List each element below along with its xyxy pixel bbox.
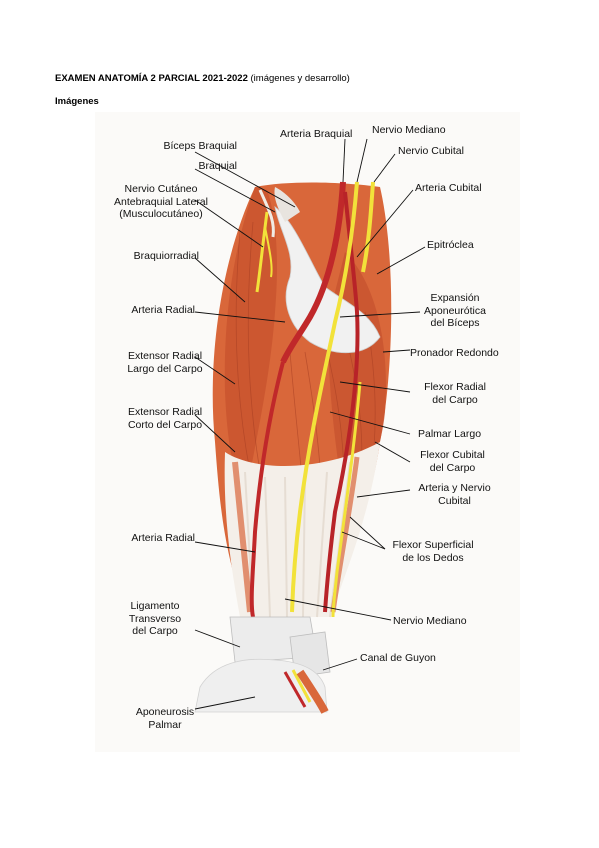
label-aponeurosis-line2: Palmar xyxy=(148,718,182,731)
document-title-rest: (imágenes y desarrollo) xyxy=(247,73,350,84)
label-extensor-radial-largo-line1: Extensor Radial xyxy=(127,350,203,362)
forearm-illustration xyxy=(95,112,520,752)
brachial-artery xyxy=(280,181,346,364)
label-nervio-cubital: Nervio Cubital xyxy=(398,145,464,157)
label-expansion-aponeurotica: Expansión Aponeurótica del Bíceps xyxy=(415,292,495,330)
document-title-bold: EXAMEN ANATOMÍA 2 PARCIAL 2021-2022 xyxy=(55,73,248,84)
label-nervio-mediano-top: Nervio Mediano xyxy=(372,124,446,136)
label-arteria-radial-top: Arteria Radial xyxy=(131,304,195,316)
ulnar-artery xyxy=(323,191,360,613)
label-flexor-radial-line2: del Carpo xyxy=(432,393,478,406)
radial-artery-proximal xyxy=(249,361,285,618)
label-ligamento-transverso: Ligamento Transverso del Carpo xyxy=(115,600,195,638)
label-art-nervio-cub-line2: Cubital xyxy=(438,494,471,507)
label-nervio-mediano-bottom: Nervio Mediano xyxy=(393,615,467,627)
label-extensor-radial-corto: Extensor Radial Corto del Carpo xyxy=(121,406,209,431)
label-braquiorradial: Braquiorradial xyxy=(133,250,199,262)
lateral-cutaneous-nerve xyxy=(255,211,269,293)
label-flexor-radial-carpo: Flexor Radial del Carpo xyxy=(415,381,495,406)
label-arteria-braquial: Arteria Braquial xyxy=(280,128,353,140)
label-extensor-radial-largo: Extensor Radial Largo del Carpo xyxy=(121,350,209,375)
label-nervio-cutaneo-line1: Nervio Cutáneo xyxy=(124,183,198,195)
label-canal-guyon: Canal de Guyon xyxy=(360,652,436,664)
label-ligamento-line3: del Carpo xyxy=(132,625,178,637)
label-nervio-cutaneo: Nervio Cutáneo Antebraquial Lateral (Mus… xyxy=(101,183,221,221)
label-epitroclea: Epitróclea xyxy=(427,239,474,251)
label-aponeurosis-palmar: Aponeurosis Palmar xyxy=(129,706,201,731)
label-expansion-line3: del Bíceps xyxy=(430,317,480,329)
label-biceps-braquial: Bíceps Braquial xyxy=(163,140,237,152)
label-art-nervio-cub-line1: Arteria y Nervio xyxy=(418,482,491,494)
label-extensor-radial-largo-line2: Largo del Carpo xyxy=(127,362,203,375)
label-braquial: Braquial xyxy=(198,160,237,172)
label-extensor-radial-corto-line1: Extensor Radial xyxy=(127,406,203,418)
label-expansion-line1: Expansión xyxy=(430,292,480,304)
label-arteria-nervio-cubital: Arteria y Nervio Cubital xyxy=(407,482,502,507)
label-nervio-cutaneo-line3: (Musculocutáneo) xyxy=(119,208,203,220)
ulnar-nerve-distal xyxy=(331,381,362,618)
document-title: EXAMEN ANATOMÍA 2 PARCIAL 2021-2022 (imá… xyxy=(55,73,350,84)
label-flexor-sup-line2: de los Dedos xyxy=(402,551,464,564)
label-flexor-cubital-line2: del Carpo xyxy=(429,461,476,474)
label-nervio-cutaneo-line2: Antebraquial Lateral xyxy=(114,195,208,208)
ulnar-nerve xyxy=(361,181,375,273)
label-arteria-cubital: Arteria Cubital xyxy=(415,182,482,194)
label-flexor-cubital-carpo: Flexor Cubital del Carpo xyxy=(410,449,495,474)
label-flexor-superficial-dedos: Flexor Superficial de los Dedos xyxy=(383,539,483,564)
label-expansion-line2: Aponeurótica xyxy=(424,304,486,317)
label-ligamento-line1: Ligamento xyxy=(130,600,180,612)
label-palmar-largo: Palmar Largo xyxy=(418,428,482,440)
label-pronador-redondo: Pronador Redondo xyxy=(410,347,499,359)
forearm-anatomy-figure: Bíceps Braquial Braquial Nervio Cutáneo … xyxy=(95,112,520,752)
label-flexor-cubital-line1: Flexor Cubital xyxy=(420,449,485,461)
label-extensor-radial-corto-line2: Corto del Carpo xyxy=(127,418,203,431)
median-nerve xyxy=(290,181,359,613)
section-heading: Imágenes xyxy=(55,96,99,107)
label-ligamento-line2: Transverso xyxy=(128,612,182,625)
label-aponeurosis-line1: Aponeurosis xyxy=(135,706,195,718)
label-flexor-sup-line1: Flexor Superficial xyxy=(392,539,474,551)
label-flexor-radial-line1: Flexor Radial xyxy=(424,381,486,393)
label-arteria-radial-bottom: Arteria Radial xyxy=(131,532,195,544)
